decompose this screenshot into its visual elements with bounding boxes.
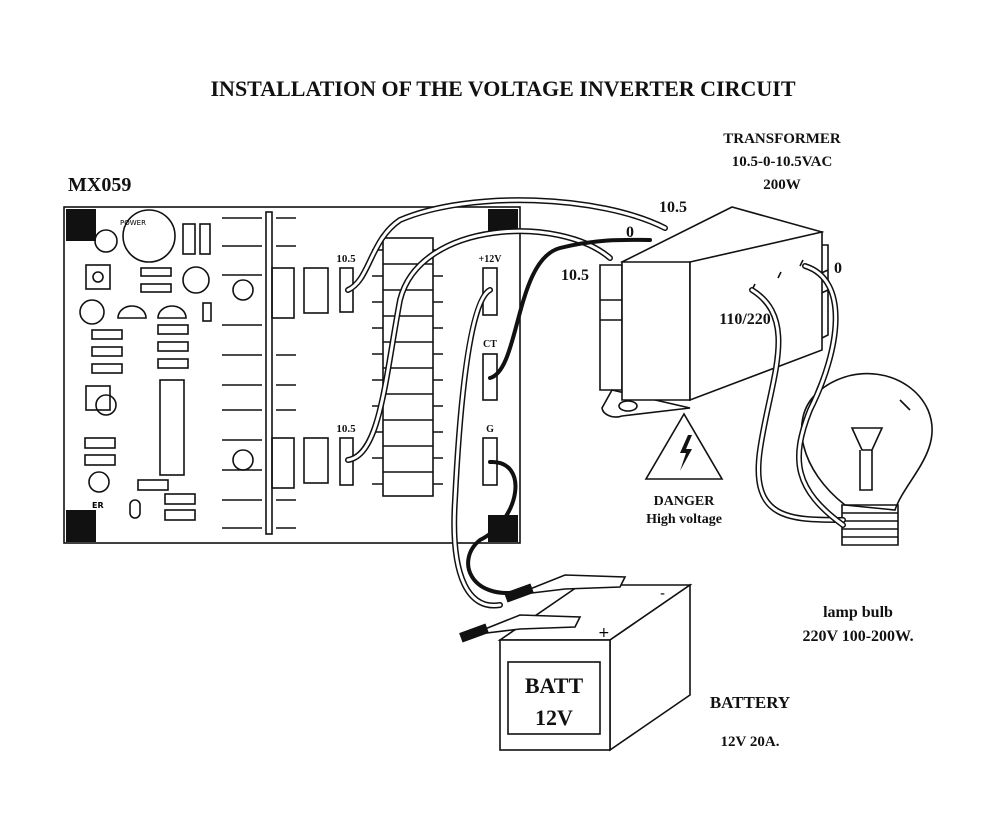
battery-label: BATTERY: [710, 693, 790, 712]
tap-label-primary-0: 0: [834, 260, 842, 277]
component-bank: [372, 237, 443, 497]
danger-title: DANGER: [654, 494, 716, 509]
terminal-label-g: G: [486, 424, 494, 435]
heatsink: [222, 211, 329, 535]
lamp-rating: 220V 100-200W.: [802, 628, 913, 645]
battery: - + BATT 12V BATTERY 12V 20A.: [497, 583, 790, 752]
lamp-bulb: lamp bulb 220V 100-200W.: [800, 372, 933, 645]
power-silkscreen: POWER: [120, 219, 146, 227]
terminal-label-10.5-b: 10.5: [336, 423, 356, 435]
battery-rating: 12V 20A.: [721, 734, 780, 750]
transformer-title: TRANSFORMER: [723, 131, 841, 147]
tap-label-10.5-bottom: 10.5: [561, 267, 589, 284]
transformer: TRANSFORMER 10.5-0-10.5VAC 200W 10.5 0 1…: [561, 131, 842, 418]
mount-pad: [66, 510, 96, 542]
negative-clip: [514, 574, 627, 596]
danger-warning: DANGER High voltage: [644, 412, 724, 527]
lamp-label: lamp bulb: [823, 604, 893, 621]
battery-face-line2: 12V: [535, 705, 573, 730]
high-voltage-icon: [644, 412, 724, 480]
battery-face-line1: BATT: [525, 673, 584, 698]
tap-label-110-220: 110/220: [719, 311, 771, 328]
er-silkscreen: ER: [92, 501, 104, 510]
diagram-title: INSTALLATION OF THE VOLTAGE INVERTER CIR…: [211, 76, 796, 101]
terminal-label-plus12v: +12V: [479, 254, 503, 265]
mount-pad: [488, 209, 518, 231]
pcb-board: MX059 POWER ER: [63, 174, 521, 544]
transformer-rating: 10.5-0-10.5VAC: [732, 154, 833, 170]
terminal-label-10.5-a: 10.5: [336, 253, 356, 265]
terminal-label-ct: CT: [483, 339, 497, 350]
board-model-label: MX059: [68, 174, 131, 196]
battery-minus: -: [660, 586, 665, 602]
tap-label-0-center: 0: [626, 224, 634, 241]
wiring: [345, 197, 846, 643]
tap-label-10.5-top: 10.5: [659, 199, 687, 216]
battery-plus: +: [598, 625, 610, 641]
transformer-power: 200W: [763, 177, 801, 193]
positive-clip: [469, 614, 582, 636]
danger-subtitle: High voltage: [646, 512, 722, 527]
mount-pad: [66, 209, 96, 241]
